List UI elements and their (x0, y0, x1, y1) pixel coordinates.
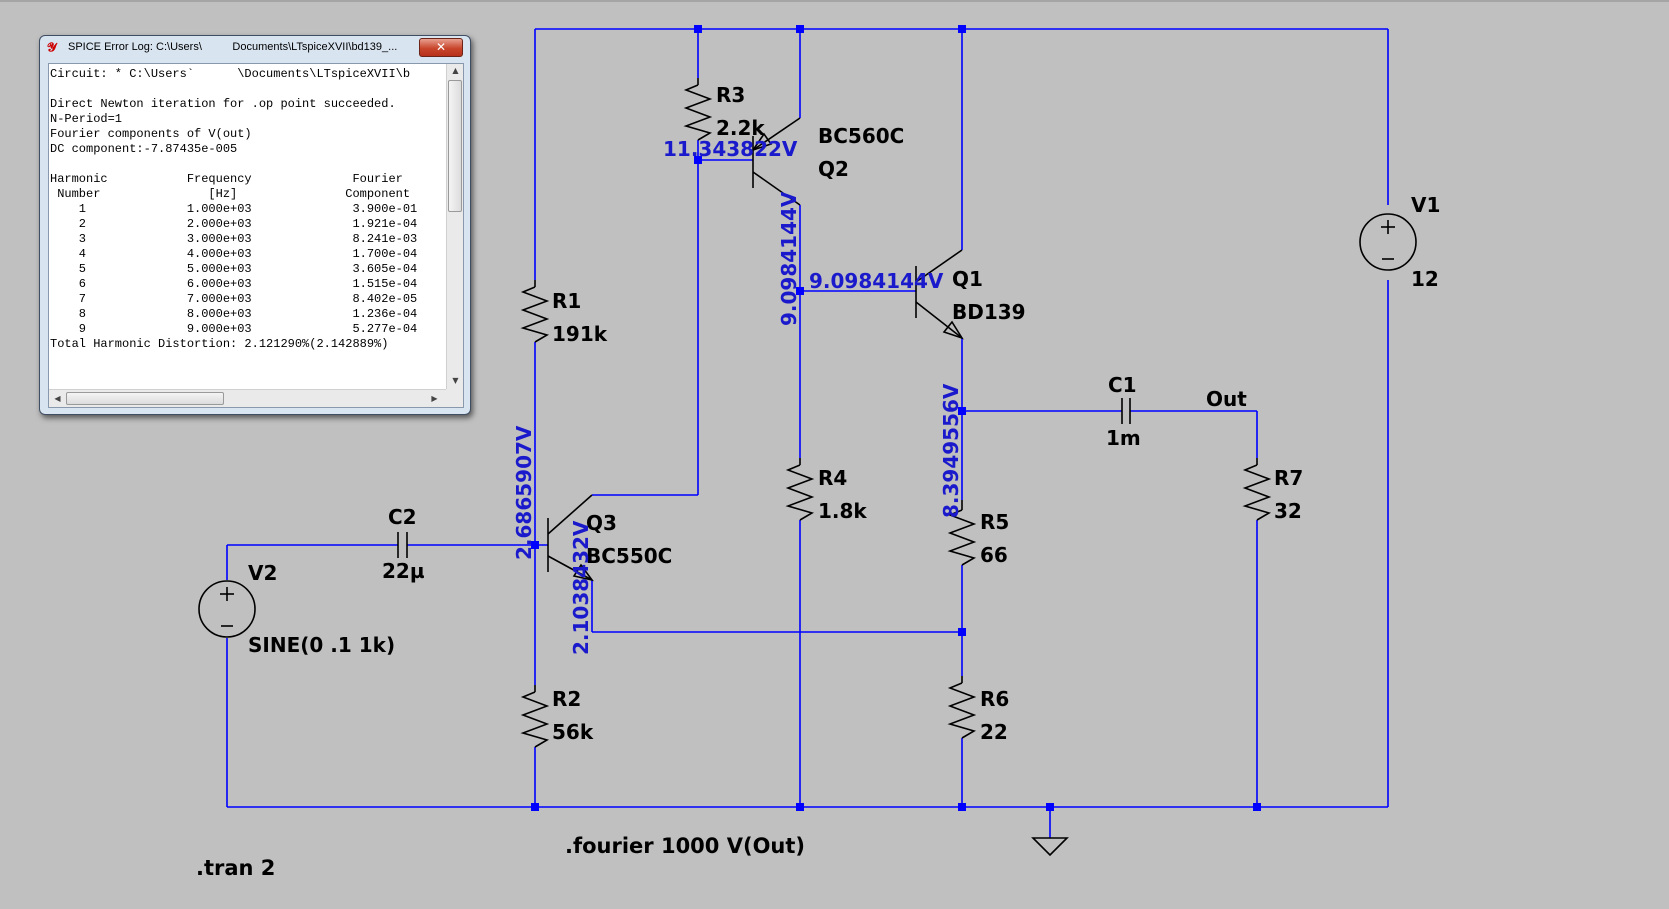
r5-value: 66 (980, 543, 1008, 567)
log-line: 1 1.000e+03 3.900e-01 (50, 202, 418, 216)
q1-name: Q1 (952, 267, 983, 291)
log-line: 6 6.000e+03 1.515e-04 (50, 277, 418, 291)
r7-name: R7 (1274, 466, 1303, 490)
r5-name: R5 (980, 510, 1009, 534)
log-line: 4 4.000e+03 1.700e-04 (50, 247, 418, 261)
r7-value: 32 (1274, 499, 1302, 523)
transistor-q1-symbol[interactable] (915, 249, 964, 340)
window-title: SPICE Error Log: C:\Users\ Documents\LTs… (68, 41, 398, 53)
log-line: Total Harmonic Distortion: 2.121290%(2.1… (50, 337, 389, 351)
log-line: DC component:-7.87435e-005 (50, 142, 238, 156)
c2-value: 22µ (382, 559, 425, 583)
junction-dots (531, 25, 1261, 811)
close-button[interactable]: ✕ (419, 38, 463, 57)
tran-directive[interactable]: .tran 2 (196, 856, 275, 880)
resistor-r2-symbol[interactable] (520, 685, 550, 748)
scroll-left-arrow-icon[interactable]: ◀ (54, 394, 61, 403)
r2-value: 56k (552, 720, 594, 744)
r1-value: 191k (552, 322, 608, 346)
wires (226, 28, 1389, 838)
spice-error-log-window[interactable]: 𝓨 SPICE Error Log: C:\Users\ Documents\L… (39, 35, 471, 415)
r3-name: R3 (716, 83, 745, 107)
resistor-r1-symbol[interactable] (520, 280, 550, 343)
scroll-down-arrow-icon[interactable]: ▼ (452, 376, 459, 385)
r4-name: R4 (818, 466, 847, 490)
log-text-area[interactable]: Circuit: * C:\Users` \Documents\LTspiceX… (48, 63, 464, 408)
net-label-out: Out (1206, 387, 1247, 411)
log-line: Fourier components of V(out) (50, 127, 252, 141)
vertical-scrollbar-thumb[interactable] (448, 80, 462, 212)
log-line: 5 5.000e+03 3.605e-04 (50, 262, 418, 276)
log-line: Circuit: * C:\Users` \Documents\LTspiceX… (50, 67, 411, 81)
c1-value: 1m (1106, 426, 1141, 450)
resistor-r3-symbol[interactable] (683, 78, 713, 141)
voltage-q3-emitter: 2.1038432V (569, 520, 593, 655)
voltage-source-v1-symbol[interactable] (1359, 213, 1417, 271)
ground-symbol[interactable] (1031, 837, 1069, 857)
c2-name: C2 (388, 505, 417, 529)
transistor-q2-symbol[interactable] (750, 117, 801, 206)
scroll-up-arrow-icon[interactable]: ▲ (452, 66, 459, 75)
v2-name: V2 (248, 561, 277, 585)
transistor-q3-symbol[interactable] (547, 494, 594, 582)
capacitor-c1-symbol[interactable] (1121, 398, 1131, 424)
log-line: 7 7.000e+03 8.402e-05 (50, 292, 418, 306)
r2-name: R2 (552, 687, 581, 711)
log-line: N-Period=1 (50, 112, 123, 126)
r6-value: 22 (980, 720, 1008, 744)
r3-value: 2.2k (716, 116, 765, 140)
log-line: Number [Hz] Component (50, 187, 411, 201)
voltage-q1-base: 9.0984144V (809, 269, 944, 293)
voltage-q1-base-vertical: 9.0984144V (777, 191, 801, 326)
capacitor-c2-symbol[interactable] (397, 532, 408, 558)
v2-value: SINE(0 .1 1k) (248, 633, 395, 657)
q2-value: BC560C (818, 124, 904, 148)
resistor-r4-symbol[interactable] (785, 458, 815, 521)
log-line: Direct Newton iteration for .op point su… (50, 97, 396, 111)
log-line: 3 3.000e+03 8.241e-03 (50, 232, 418, 246)
scroll-right-arrow-icon[interactable]: ▶ (431, 394, 438, 403)
resize-grip-icon[interactable] (446, 389, 463, 407)
log-line: 9 9.000e+03 5.277e-04 (50, 322, 418, 336)
voltage-q1-emitter: 8.3949556V (939, 383, 963, 518)
window-titlebar[interactable]: 𝓨 SPICE Error Log: C:\Users\ Documents\L… (40, 36, 470, 60)
fourier-directive[interactable]: .fourier 1000 V(Out) (565, 834, 805, 858)
log-line: 8 8.000e+03 1.236e-04 (50, 307, 418, 321)
resistor-r6-symbol[interactable] (947, 676, 977, 739)
log-line: Harmonic Frequency Fourier (50, 172, 403, 186)
v1-name: V1 (1411, 193, 1440, 217)
resistor-r7-symbol[interactable] (1242, 458, 1272, 521)
r6-name: R6 (980, 687, 1009, 711)
horizontal-scrollbar-thumb[interactable] (66, 392, 224, 405)
resistor-r5-symbol[interactable] (947, 500, 977, 566)
q2-name: Q2 (818, 157, 849, 181)
voltage-q3-base: 2.6865907V (512, 425, 536, 560)
log-text[interactable]: Circuit: * C:\Users` \Documents\LTspiceX… (50, 67, 445, 352)
r1-name: R1 (552, 289, 581, 313)
q3-value: BC550C (586, 544, 672, 568)
vertical-scrollbar[interactable]: ▲ ▼ (446, 64, 463, 389)
q1-value: BD139 (952, 300, 1026, 324)
log-line: 2 2.000e+03 1.921e-04 (50, 217, 418, 231)
q3-name: Q3 (586, 511, 617, 535)
c1-name: C1 (1108, 373, 1137, 397)
voltage-source-v2-symbol[interactable] (198, 580, 256, 638)
ltspice-app-icon: 𝓨 (47, 40, 57, 54)
v1-value: 12 (1411, 267, 1439, 291)
voltage-q2-base: 11.343822V (663, 137, 798, 161)
r4-value: 1.8k (818, 499, 867, 523)
horizontal-scrollbar[interactable]: ◀ ▶ (49, 389, 446, 407)
